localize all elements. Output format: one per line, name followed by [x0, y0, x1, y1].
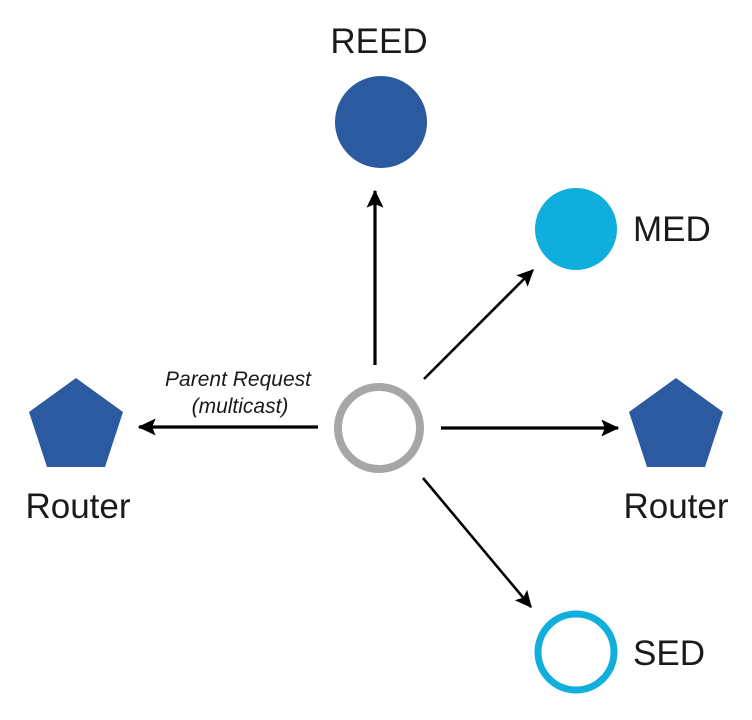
node-med[interactable]: MED [535, 188, 711, 270]
edge-to-med [423, 269, 534, 380]
node-router-right[interactable]: Router [623, 378, 729, 526]
router-right-label: Router [623, 487, 728, 526]
parent-request-label-line2: (multicast) [192, 395, 289, 418]
reed-label: REED [330, 22, 427, 61]
sed-circle-icon [534, 610, 618, 694]
med-circle-icon [535, 188, 617, 270]
edge-to-sed [422, 477, 532, 608]
node-sed[interactable]: SED [534, 610, 705, 694]
reed-circle-icon [335, 76, 427, 168]
parent-request-label: Parent Request (multicast) [165, 368, 312, 418]
router-pentagon-icon [29, 378, 123, 467]
router-pentagon-icon [629, 378, 723, 467]
node-router-left[interactable]: Router [25, 378, 131, 526]
parent-request-label-line1: Parent Request [165, 368, 312, 391]
med-label: MED [633, 210, 711, 249]
sed-label: SED [633, 634, 705, 673]
node-joining-device[interactable] [334, 383, 424, 473]
router-left-label: Router [25, 487, 130, 526]
joining-device-circle-icon [334, 383, 424, 473]
edges-group [137, 189, 620, 608]
node-reed[interactable]: REED [330, 22, 428, 168]
